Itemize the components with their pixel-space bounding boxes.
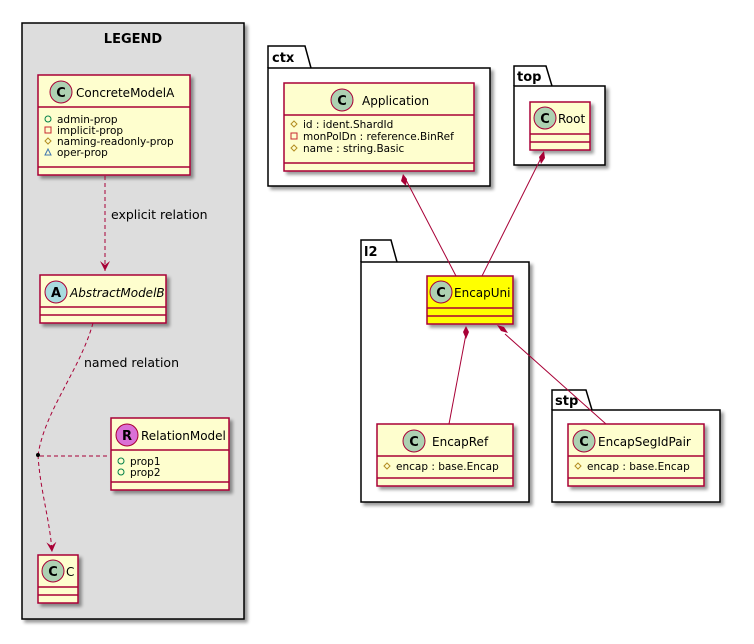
attribute-row: name : string.Basic [290, 143, 404, 155]
private-visibility-icon [290, 132, 298, 140]
stereotype-letter: C [579, 435, 589, 450]
attribute-row: id : ident.ShardId [290, 119, 393, 131]
class-name: RelationModel [141, 429, 226, 443]
attribute-text: name : string.Basic [303, 143, 404, 155]
legend-title: LEGEND [104, 32, 163, 47]
class-c-icon [533, 106, 557, 130]
package-visibility-icon [44, 147, 52, 156]
attribute-row: prop1 [117, 456, 161, 468]
package-label: stp [555, 394, 578, 409]
class-c-icon [330, 88, 354, 112]
attribute-row: encap : base.Encap [574, 461, 690, 473]
attribute-text: monPolDn : reference.BinRef [303, 131, 454, 143]
stereotype-letter: C [337, 94, 347, 109]
edge-application-encapuni [401, 174, 457, 277]
composition-diamond [497, 325, 508, 333]
stereotype-letter: C [56, 86, 66, 101]
attribute-text: encap : base.Encap [396, 461, 499, 473]
composition-diamond [539, 151, 545, 164]
attribute-text: prop1 [130, 456, 161, 468]
attribute-row: prop2 [117, 467, 161, 479]
class-relation-model[interactable]: R RelationModel prop1 prop2 [110, 417, 230, 491]
explicit-relation-edge: explicit relation [100, 176, 208, 271]
public-visibility-icon [117, 457, 125, 465]
attribute-text: prop2 [130, 467, 161, 479]
class-application[interactable]: C Application id : ident.ShardId monPolD… [283, 82, 475, 172]
attribute-row: naming-readonly-prop [44, 136, 174, 148]
class-name: Application [362, 94, 429, 108]
edge-encapuni-encapref [448, 326, 469, 425]
class-root[interactable]: C Root [529, 101, 591, 151]
named-relation-label: named relation [84, 355, 179, 370]
class-abstract-model-b[interactable]: A AbstractModelB [39, 274, 167, 324]
protected-visibility-icon [383, 462, 391, 470]
stereotype-letter: C [409, 435, 419, 450]
attribute-row: encap : base.Encap [383, 461, 499, 473]
attribute-text: implicit-prop [57, 125, 123, 137]
class-c-icon [41, 559, 65, 583]
class-encap-seg-id-pair[interactable]: C EncapSegIdPair encap : base.Encap [567, 423, 705, 487]
attribute-text: naming-readonly-prop [57, 136, 174, 148]
protected-visibility-icon [290, 120, 298, 128]
class-c-icon [49, 80, 73, 104]
stereotype-letter: R [122, 429, 132, 444]
private-visibility-icon [44, 126, 52, 134]
class-name: EncapRef [432, 435, 489, 449]
attribute-text: admin-prop [57, 114, 118, 126]
public-visibility-icon [117, 468, 125, 476]
class-c-icon [402, 429, 426, 453]
class-concrete-model-a[interactable]: C ConcreteModelA admin-prop implicit-pro… [37, 74, 191, 176]
class-a-icon [44, 280, 68, 304]
class-name: Root [558, 112, 585, 126]
attribute-text: encap : base.Encap [587, 461, 690, 473]
package-label: top [517, 70, 541, 85]
attribute-text: oper-prop [57, 147, 108, 159]
edge-root-encapuni [481, 151, 545, 277]
class-c-icon [572, 429, 596, 453]
attribute-text: id : ident.ShardId [303, 119, 393, 131]
protected-visibility-icon [574, 462, 582, 470]
class-name: AbstractModelB [69, 286, 165, 300]
class-r-icon [115, 423, 139, 447]
named-relation-edge: named relation [36, 322, 179, 553]
stereotype-letter: A [51, 286, 61, 301]
association-point [36, 453, 40, 457]
class-c-icon [429, 280, 453, 304]
class-name: EncapUni [454, 286, 510, 300]
class-c[interactable]: C C [37, 554, 79, 604]
attribute-row: monPolDn : reference.BinRef [290, 131, 454, 143]
protected-visibility-icon [44, 137, 52, 145]
class-encap-uni[interactable]: C EncapUni [426, 275, 514, 325]
attribute-row: oper-prop [44, 147, 108, 159]
protected-visibility-icon [290, 144, 298, 152]
public-visibility-icon [44, 115, 52, 123]
class-name: ConcreteModelA [76, 86, 175, 100]
stereotype-letter: C [436, 286, 446, 301]
stereotype-letter: C [540, 112, 550, 127]
class-encap-ref[interactable]: C EncapRef encap : base.Encap [376, 423, 514, 487]
attribute-row: admin-prop [44, 114, 118, 126]
package-label: l2 [364, 245, 378, 260]
class-name: EncapSegIdPair [598, 435, 691, 449]
explicit-relation-label: explicit relation [111, 207, 208, 222]
stereotype-letter: C [48, 565, 58, 580]
attribute-row: implicit-prop [44, 125, 123, 137]
composition-diamond [401, 174, 407, 186]
composition-diamond [463, 326, 469, 339]
edge-encapuni-encapsegidpair [497, 325, 607, 425]
package-label: ctx [272, 51, 295, 66]
class-name: C [66, 565, 74, 579]
